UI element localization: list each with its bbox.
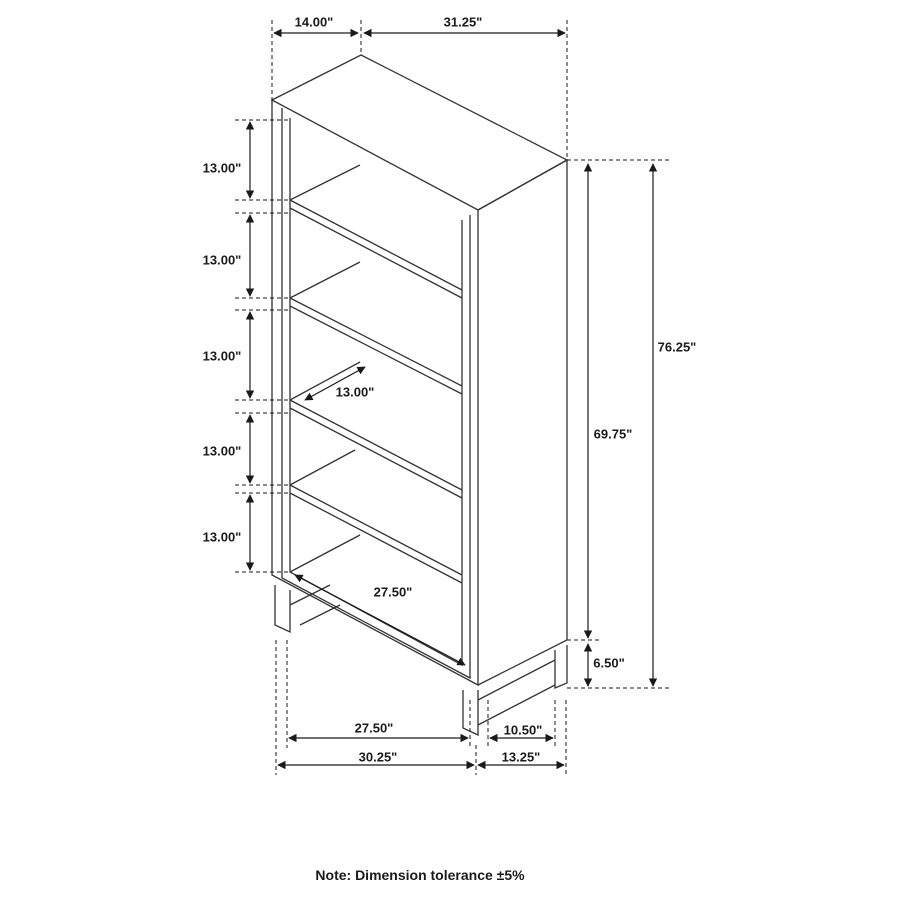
tolerance-note: Note: Dimension tolerance ±5% xyxy=(315,867,525,883)
shelf-height-label-4: 13.00" xyxy=(202,443,242,459)
shelf-depth-label: 13.00" xyxy=(335,384,375,400)
inner-width-bottom-label: 27.50" xyxy=(354,720,394,736)
shelf-height-label-2: 13.00" xyxy=(202,252,242,268)
overall-height-label: 76.25" xyxy=(657,339,697,355)
base-height-label: 6.50" xyxy=(593,655,625,671)
shelf-height-label-5: 13.00" xyxy=(202,529,242,545)
width-top-label: 31.25" xyxy=(443,14,483,30)
depth-top-label: 14.00" xyxy=(294,14,334,30)
shelf-height-label-1: 13.00" xyxy=(202,160,242,176)
outer-width-bottom-label: 30.25" xyxy=(358,749,398,765)
case-height-label: 69.75" xyxy=(593,426,633,442)
shelf-width-label: 27.50" xyxy=(373,584,413,600)
inner-depth-bottom-label: 10.50" xyxy=(503,722,543,738)
shelf-height-label-3: 13.00" xyxy=(202,348,242,364)
outer-depth-bottom-label: 13.25" xyxy=(501,749,541,765)
